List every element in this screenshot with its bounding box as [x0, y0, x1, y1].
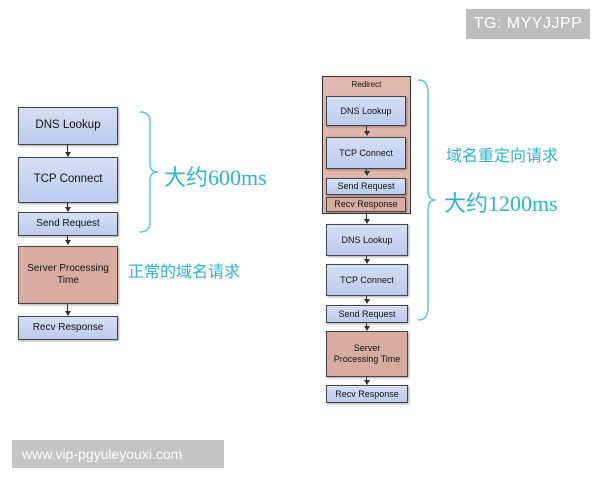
left-caption: 正常的域名请求 [128, 264, 241, 281]
left-send-request-box: Send Request [18, 212, 118, 236]
arrow-down-icon [364, 380, 370, 385]
connector-line [67, 304, 68, 311]
redirect-send-request-box: Send Request [326, 178, 406, 195]
connector-line [67, 236, 68, 241]
redirect-dns-lookup-box: DNS Lookup [326, 96, 406, 126]
arrow-down-icon [364, 299, 370, 304]
left-dns-lookup-box: DNS Lookup [18, 107, 118, 145]
left-duration-label: 大约600ms [164, 165, 267, 190]
right-dns-lookup-box: DNS Lookup [326, 224, 408, 256]
arrow-down-icon [364, 171, 370, 176]
telegram-badge: TG: MYYJJPP [466, 9, 590, 39]
left-tcp-connect-box: TCP Connect [18, 157, 118, 203]
arrow-down-icon [364, 219, 370, 224]
right-brace-icon [417, 79, 437, 321]
arrow-down-icon [364, 131, 370, 136]
connector-line [366, 126, 367, 132]
left-recv-response-box: Recv Response [18, 316, 118, 340]
connector-line [366, 296, 367, 300]
left-server-processing-box: Server Processing Time [18, 246, 118, 304]
footer-url: www.vip-pgyuleyouxi.com [12, 440, 224, 468]
right-tcp-connect-box: TCP Connect [326, 264, 408, 296]
connector-line [366, 214, 367, 220]
connector-line [67, 145, 68, 152]
redirect-tcp-connect-box: TCP Connect [326, 137, 406, 169]
redirect-label: Redirect [351, 80, 382, 89]
arrow-down-icon [65, 240, 71, 245]
connector-line [366, 323, 367, 327]
right-server-processing-box: Server Processing Time [326, 331, 408, 377]
redirect-recv-response-box: Recv Response [326, 197, 406, 212]
right-recv-response-box: Recv Response [326, 385, 408, 403]
connector-line [67, 203, 68, 208]
arrow-down-icon [65, 152, 71, 157]
right-caption: 域名重定向请求 [446, 148, 559, 165]
arrow-down-icon [364, 259, 370, 264]
left-brace-icon [139, 111, 159, 233]
connector-line [366, 169, 367, 172]
right-send-request-box: Send Request [326, 305, 408, 323]
connector-line [366, 256, 367, 260]
right-duration-label: 大约1200ms [444, 191, 558, 216]
arrow-down-icon [65, 207, 71, 212]
arrow-down-icon [364, 326, 370, 331]
arrow-down-icon [65, 311, 71, 316]
connector-line [366, 377, 367, 381]
